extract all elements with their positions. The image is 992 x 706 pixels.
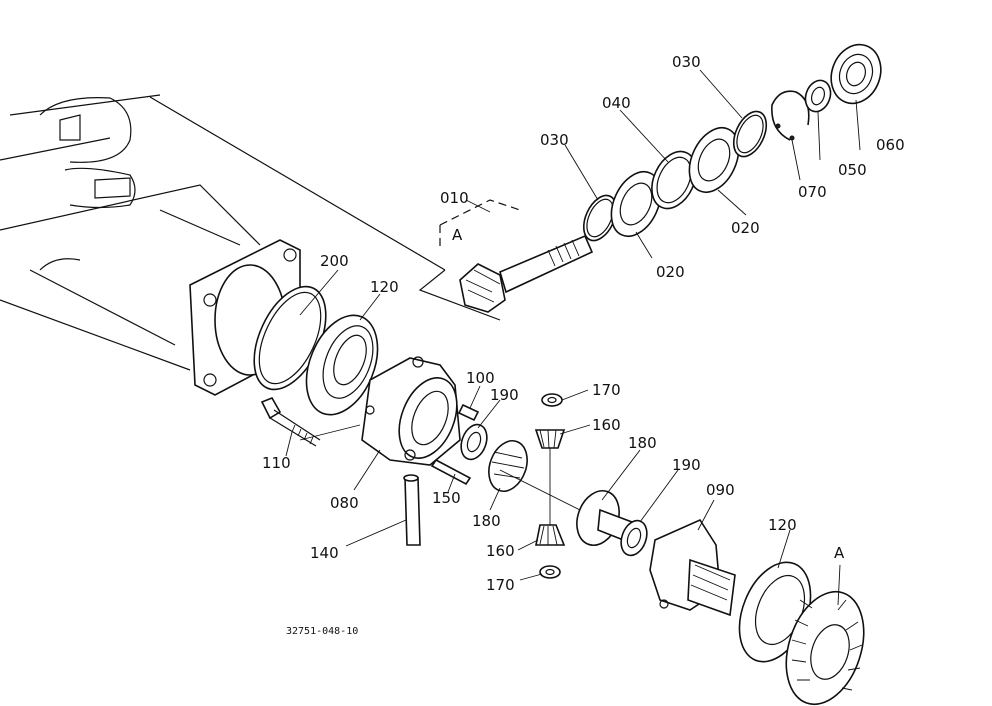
label-170-top: 170 (592, 381, 621, 399)
label-150: 150 (432, 489, 461, 507)
label-160-top: 160 (592, 416, 621, 434)
part-020-bearing-left (610, 171, 662, 237)
part-200-o-ring (253, 285, 327, 391)
label-030-right: 030 (672, 53, 701, 71)
label-090: 090 (706, 481, 735, 499)
part-010-pinion-shaft (459, 234, 594, 313)
reference-bracket (439, 199, 521, 250)
part-040-spacer (651, 150, 697, 210)
label-190-right: 190 (672, 456, 701, 474)
axis-line (499, 469, 581, 511)
label-070: 070 (798, 183, 827, 201)
ring-gear (785, 590, 865, 706)
part-170-washer-top (541, 393, 563, 407)
part-050-nut (804, 79, 832, 113)
label-050: 050 (838, 161, 867, 179)
label-120-left: 120 (370, 278, 399, 296)
part-180-side-gear-left (488, 440, 528, 492)
label-200: 200 (320, 252, 349, 270)
part-030-ring-right (732, 110, 768, 158)
label-180-left: 180 (472, 512, 501, 530)
part-070-circlip (771, 90, 810, 141)
part-090-cover (649, 518, 736, 617)
label-020-right: 020 (731, 219, 760, 237)
label-080: 080 (330, 494, 359, 512)
label-010: 010 (440, 189, 469, 207)
leader-lines (285, 69, 861, 606)
label-160-bottom: 160 (486, 542, 515, 560)
label-120-right: 120 (768, 516, 797, 534)
part-labels: 010 030 040 030 060 050 070 020 020 A 20… (262, 53, 905, 594)
part-060-seal (830, 43, 882, 105)
label-170-bottom: 170 (486, 576, 515, 594)
bolt-axis-line (299, 424, 361, 441)
part-170-washer-bottom (539, 565, 561, 579)
label-030-left: 030 (540, 131, 569, 149)
axle-housing (0, 94, 501, 396)
part-140-pin (403, 474, 421, 546)
part-190-washer-left (460, 423, 488, 461)
part-160-pinion-bottom (535, 524, 566, 546)
label-180-right: 180 (628, 434, 657, 452)
part-080-differential-case (361, 356, 461, 466)
part-110-bolt (260, 396, 321, 447)
label-190-left: 190 (490, 386, 519, 404)
part-020-bearing-right (688, 127, 740, 193)
label-040: 040 (602, 94, 631, 112)
label-110: 110 (262, 454, 291, 472)
part-150-pin (430, 458, 472, 486)
label-A-top: A (452, 226, 463, 244)
label-A-bottom: A (834, 544, 845, 562)
label-060: 060 (876, 136, 905, 154)
drawing-number: 32751-048-10 (286, 626, 358, 637)
part-160-pinion-top (534, 429, 566, 449)
label-140: 140 (310, 544, 339, 562)
part-100-pin (457, 403, 480, 422)
label-020-left: 020 (656, 263, 685, 281)
part-120-bearing-left (305, 314, 379, 416)
label-100: 100 (466, 369, 495, 387)
